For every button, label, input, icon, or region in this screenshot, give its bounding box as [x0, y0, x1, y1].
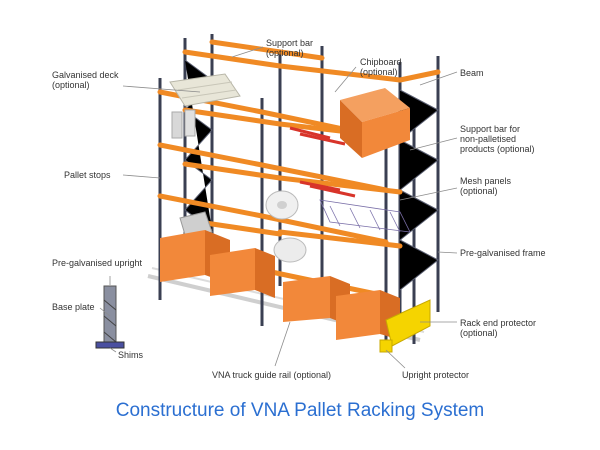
diagram-caption: Constructure of VNA Pallet Racking Syste… — [115, 400, 485, 421]
support-bar-nonpal-label: Support bar for non-palletised products … — [460, 124, 535, 154]
base-plate-label: Base plate — [52, 302, 95, 312]
cylinder-loads — [171, 109, 307, 263]
galvanised-deck-label: Galvanised deck (optional) — [52, 70, 119, 90]
pallet-stops-label: Pallet stops — [64, 170, 111, 180]
shims-label: Shims — [118, 350, 144, 360]
pre-galv-frame-label: Pre-galvanised frame — [460, 248, 546, 258]
pallet-loads — [160, 230, 400, 340]
galvanised-deck — [169, 73, 241, 107]
support-bars-nonpal — [289, 126, 356, 198]
rack-end-protector-label: Rack end protector (optional) — [460, 318, 537, 338]
pre-galv-upright-label: Pre-galvanised upright — [52, 258, 143, 268]
chipboard-load — [340, 88, 410, 158]
beam-label: Beam — [460, 68, 484, 78]
upright-protector-label: Upright protector — [402, 370, 470, 380]
chipboard-label: Chipboard (optional) — [360, 57, 402, 77]
mesh-panels — [319, 199, 411, 233]
pre-galvanised-upright-detail — [95, 285, 125, 349]
protectors — [379, 299, 431, 353]
beams — [157, 39, 441, 299]
support-bar-label: Support bar (optional) — [266, 38, 314, 58]
vna-guide-rail-label: VNA truck guide rail (optional) — [212, 370, 332, 380]
leader-lines — [99, 46, 458, 369]
mesh-panels-label: Mesh panels (optional) — [460, 176, 512, 196]
